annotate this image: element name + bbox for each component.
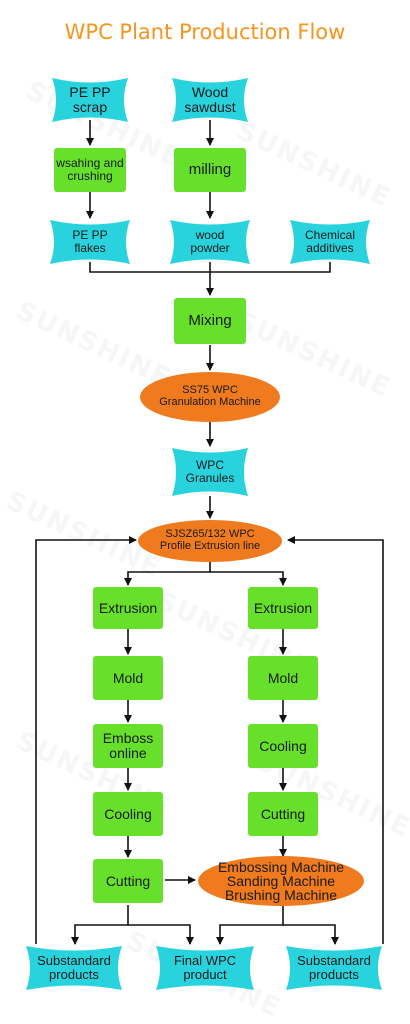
process-mixing: Mixing	[174, 298, 246, 344]
material-shape	[156, 946, 254, 990]
material-shape	[172, 448, 248, 496]
process-mold-left: Mold	[93, 656, 163, 700]
process-extrusion-right: Extrusion	[248, 587, 318, 629]
material-shape	[50, 220, 130, 264]
material-shape	[286, 946, 382, 990]
process-milling: milling	[174, 148, 246, 192]
material-shape	[290, 220, 370, 264]
process-extrusion-left: Extrusion	[93, 587, 163, 629]
material-shape	[52, 78, 128, 122]
process-mold-right: Mold	[248, 656, 318, 700]
process-cutting-left: Cutting	[93, 859, 163, 903]
material-shape	[170, 220, 250, 264]
material-shape	[172, 78, 248, 122]
process-cooling-right: Cooling	[248, 724, 318, 768]
process-cooling-left: Cooling	[93, 792, 163, 836]
material-shape	[26, 946, 122, 990]
page-title: WPC Plant Production Flow	[64, 20, 346, 44]
process-cutting-right: Cutting	[248, 792, 318, 836]
